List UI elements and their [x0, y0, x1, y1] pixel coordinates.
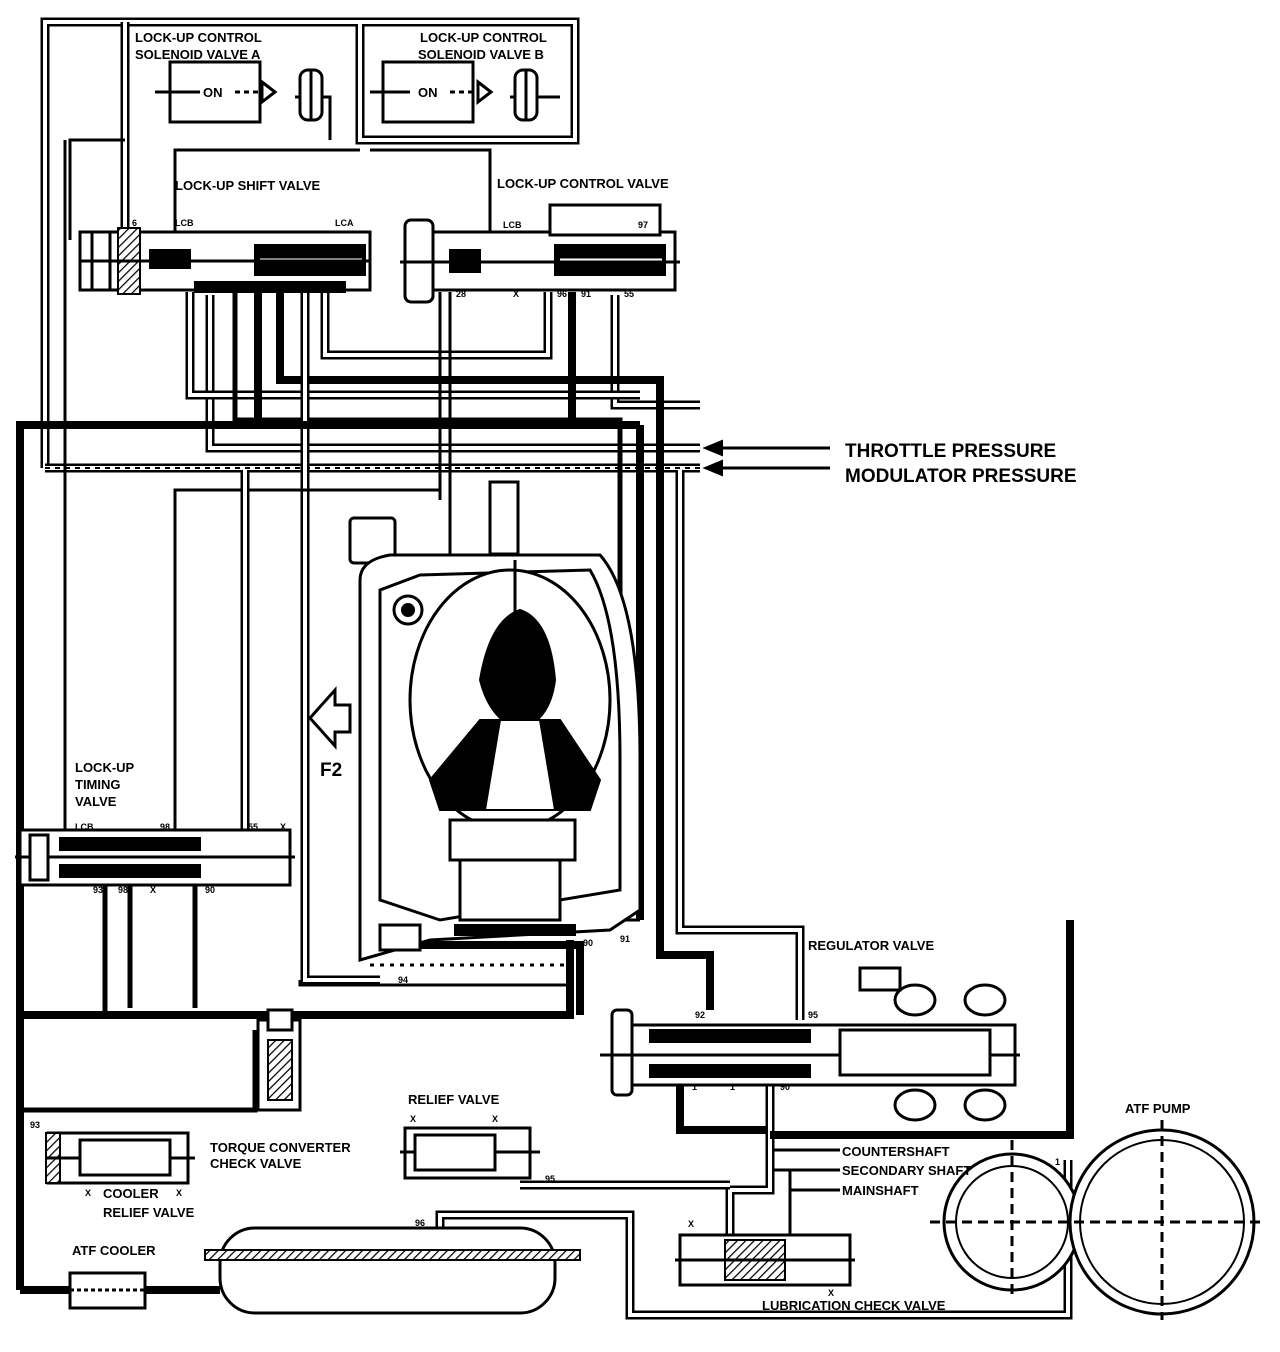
- port-mark: 97: [638, 220, 648, 230]
- port-mark: X: [492, 1114, 498, 1124]
- check-valve-label-line1: TORQUE CONVERTER: [210, 1140, 351, 1155]
- port-mark: 1: [692, 1082, 697, 1092]
- hydraulic-lines: [16, 17, 1074, 1320]
- port-mark: 91: [620, 934, 630, 944]
- port-mark: 55: [624, 289, 634, 299]
- port-mark: X: [280, 822, 286, 832]
- port-mark: 1: [1055, 1157, 1060, 1167]
- port-mark: 1: [730, 1082, 735, 1092]
- port-mark: X: [85, 1188, 91, 1198]
- solenoid-a-state: ON: [203, 85, 223, 100]
- port-mark: X: [828, 1288, 834, 1298]
- port-mark: 96: [415, 1218, 425, 1228]
- relief-valve-label: RELIEF VALVE: [408, 1092, 500, 1107]
- port-mark: 55: [248, 822, 258, 832]
- atf-pump: [930, 1120, 1262, 1320]
- port-mark: 98: [160, 822, 170, 832]
- port-mark: LCB: [175, 218, 194, 228]
- port-mark: 95: [545, 1174, 555, 1184]
- timing-valve-label-line2: TIMING: [75, 777, 121, 792]
- solenoid-b-label-line1: LOCK-UP CONTROL: [420, 30, 547, 45]
- port-mark: LCB: [503, 220, 522, 230]
- port-mark: X: [513, 289, 519, 299]
- port-mark: X: [410, 1114, 416, 1124]
- atf-cooler: [68, 1226, 581, 1315]
- lockup-shift-valve: [78, 227, 372, 295]
- solenoid-a-label-line1: LOCK-UP CONTROL: [135, 30, 262, 45]
- cooler-relief-label-line1: COOLER: [103, 1186, 159, 1201]
- port-mark: 93: [93, 885, 103, 895]
- pressure-input-arrows: [702, 439, 830, 477]
- port-mark: 6: [132, 218, 137, 228]
- lubrication-check-valve-label: LUBRICATION CHECK VALVE: [762, 1298, 946, 1313]
- timing-valve-label-line1: LOCK-UP: [75, 760, 135, 775]
- lockup-shift-valve-label: LOCK-UP SHIFT VALVE: [175, 178, 321, 193]
- cooler-relief-label-line2: RELIEF VALVE: [103, 1205, 195, 1220]
- port-mark: 92: [695, 1010, 705, 1020]
- throttle-pressure-label: THROTTLE PRESSURE: [845, 441, 1056, 462]
- port-mark: 95: [262, 284, 272, 294]
- port-mark: 90: [583, 938, 593, 948]
- port-mark: 91: [581, 289, 591, 299]
- solenoid-b-label-line2: SOLENOID VALVE B: [418, 47, 544, 62]
- port-mark: 90: [780, 1082, 790, 1092]
- countershaft-label: COUNTERSHAFT: [842, 1144, 950, 1159]
- port-mark: 94: [398, 975, 408, 985]
- atf-cooler-label: ATF COOLER: [72, 1243, 156, 1258]
- modulator-pressure-label: MODULATOR PRESSURE: [845, 466, 1077, 487]
- port-mark: LO: [198, 284, 211, 294]
- diagram-labels: LOCK-UP CONTROL SOLENOID VALVE A LOCK-UP…: [30, 30, 1191, 1313]
- lubrication-check-valve: [675, 1233, 855, 1287]
- port-mark: LCB: [75, 822, 94, 832]
- solenoid-b-state: ON: [418, 85, 438, 100]
- port-mark: 93: [215, 284, 225, 294]
- solenoid-valve-b: [370, 60, 539, 124]
- solenoid-valve-a: [155, 60, 324, 124]
- cooler-relief-valve: [45, 1131, 195, 1185]
- port-mark: 94: [312, 284, 322, 294]
- timing-valve-label-line3: VALVE: [75, 794, 117, 809]
- lockup-timing-valve: [15, 828, 295, 887]
- port-mark: LCA: [335, 218, 354, 228]
- port-mark: 96: [335, 284, 345, 294]
- lockup-control-valve: [400, 203, 680, 304]
- port-mark: X: [150, 885, 156, 895]
- flow-arrow-label: F2: [320, 760, 342, 781]
- port-mark: X: [688, 1219, 694, 1229]
- secondary-shaft-label: SECONDARY SHAFT: [842, 1163, 971, 1178]
- port-mark: 90: [205, 885, 215, 895]
- atf-pump-label: ATF PUMP: [1125, 1101, 1191, 1116]
- port-mark: 95: [808, 1010, 818, 1020]
- port-mark: 96: [557, 289, 567, 299]
- regulator-valve: [600, 966, 1020, 1122]
- solenoid-a-label-line2: SOLENOID VALVE A: [135, 47, 261, 62]
- check-valve-label-line2: CHECK VALVE: [210, 1156, 302, 1171]
- lockup-control-valve-label: LOCK-UP CONTROL VALVE: [497, 176, 669, 191]
- port-mark: 98: [118, 885, 128, 895]
- regulator-valve-label: REGULATOR VALVE: [808, 938, 934, 953]
- port-mark: 92: [285, 284, 295, 294]
- port-mark: 97: [232, 284, 242, 294]
- port-mark: X: [176, 1188, 182, 1198]
- torque-converter: [348, 480, 642, 967]
- relief-valve: [400, 1126, 540, 1180]
- port-mark: 28: [456, 289, 466, 299]
- torque-converter-check-valve: [256, 1008, 302, 1112]
- port-mark: 93: [30, 1120, 40, 1130]
- flow-direction-arrow: [307, 686, 352, 750]
- mainshaft-label: MAINSHAFT: [842, 1183, 919, 1198]
